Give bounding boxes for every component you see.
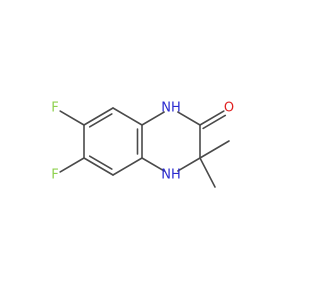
bond-a4-a5 <box>83 157 114 176</box>
bond-c3-m1 <box>199 140 230 159</box>
bond-c2-o1-second-line <box>202 114 227 130</box>
bond-a3-f1 <box>59 110 85 126</box>
atom-label-n1: NH <box>161 101 181 116</box>
bond-n1-c2 <box>177 111 201 126</box>
bond-layer <box>59 107 230 188</box>
atom-label-layer: NH NH O F F <box>51 101 234 183</box>
bond-c3-m2 <box>199 157 216 188</box>
molecule-structure: NH NH O F F <box>51 101 234 188</box>
bond-a2-a3-second-line <box>88 113 113 128</box>
bond-c3-n2 <box>177 157 201 172</box>
atom-label-f1: F <box>51 101 58 116</box>
bond-c2-o1 <box>199 110 225 126</box>
bond-a1-n1 <box>141 111 165 126</box>
atom-label-o1: O <box>224 101 234 116</box>
bond-a2-a3 <box>83 107 114 126</box>
bond-a5-a6 <box>112 157 143 176</box>
bond-a4-a5-second-line <box>88 155 113 170</box>
atom-label-n2: NH <box>161 168 181 183</box>
bond-a4-f2 <box>59 157 85 173</box>
bond-n2-a6 <box>141 157 165 172</box>
atom-label-f2: F <box>51 168 58 183</box>
bond-a1-a2 <box>112 107 143 126</box>
